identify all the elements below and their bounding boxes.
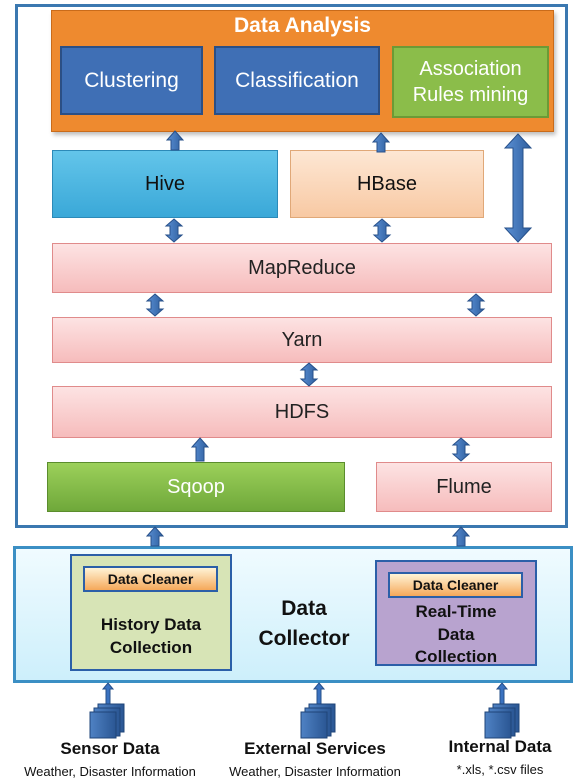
history-data-cleaner: Data Cleaner [83, 566, 218, 592]
external-services-subtitle: Weather, Disaster Information [229, 764, 401, 779]
up-arrow-icon [101, 682, 115, 705]
up-arrow-icon [312, 682, 326, 705]
data-analysis-title: Data Analysis [234, 14, 371, 37]
up-arrow-icon [145, 526, 165, 547]
external-services-title: External Services [244, 739, 386, 758]
realtime-data-cleaner: Data Cleaner [388, 572, 523, 598]
sensor-data-title: Sensor Data [60, 739, 160, 758]
database-icon [300, 703, 336, 739]
yarn-box: Yarn [52, 317, 552, 363]
database-icon [484, 703, 520, 739]
classification-box: Classification [214, 46, 380, 115]
hbase-box: HBase [290, 150, 484, 218]
mapreduce-box: MapReduce [52, 243, 552, 293]
up-arrow-icon [495, 682, 509, 705]
data-collector-title: Data Collector [258, 596, 350, 650]
database-icon [89, 703, 125, 739]
clustering-box: Clustering [60, 46, 203, 115]
internal-data-subtitle: *.xls, *.csv files [456, 762, 544, 777]
realtime-collection-label: Real-Time Data Collection [414, 601, 498, 667]
sensor-data-subtitle: Weather, Disaster Information [24, 764, 196, 779]
up-arrow-icon [451, 526, 471, 547]
hdfs-box: HDFS [52, 386, 552, 438]
sqoop-box: Sqoop [47, 462, 345, 512]
association-rules-box: Association Rules mining [392, 46, 549, 118]
flume-box: Flume [376, 462, 552, 512]
hive-box: Hive [52, 150, 278, 218]
history-collection-label: History Data Collection [100, 615, 202, 657]
hadoop-platform-frame [15, 4, 568, 528]
internal-data-title: Internal Data [448, 737, 552, 756]
